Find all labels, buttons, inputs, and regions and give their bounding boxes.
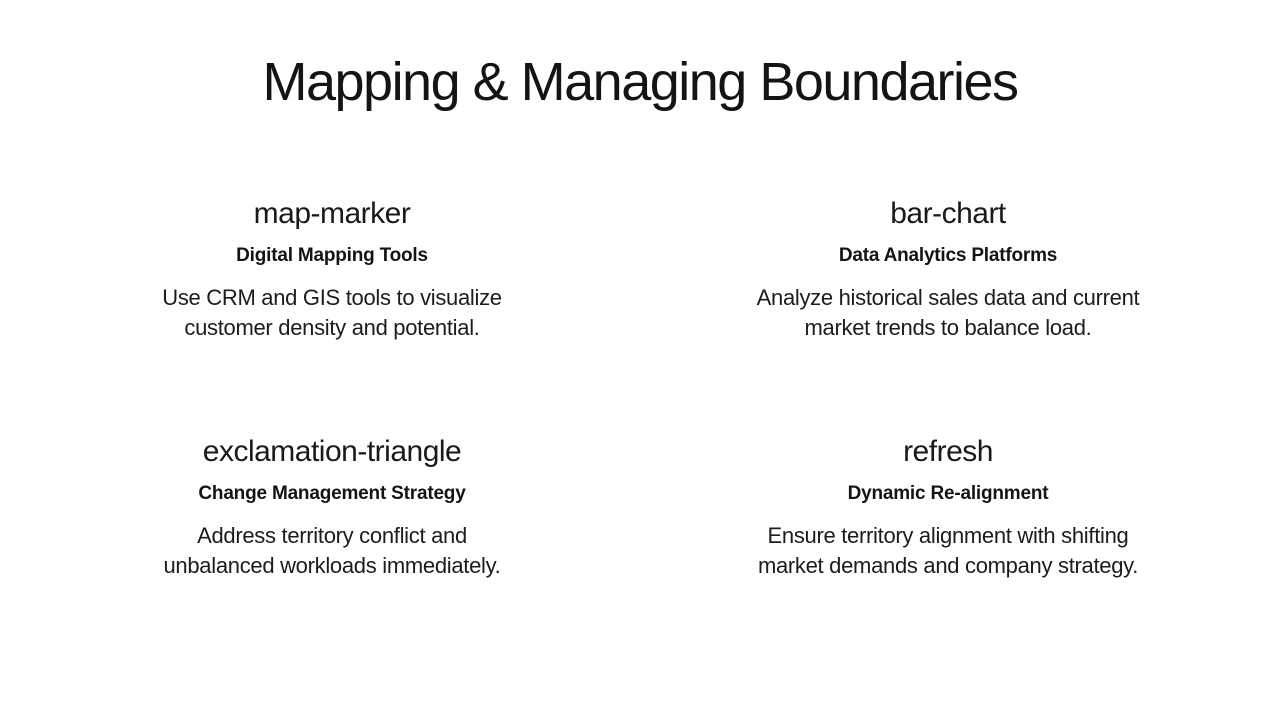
card-heading: Dynamic Re-alignment	[847, 483, 1049, 504]
card-dynamic-re-alignment: refresh Dynamic Re-alignment Ensure terr…	[640, 433, 1256, 581]
card-heading: Data Analytics Platforms	[838, 245, 1058, 266]
exclamation-triangle-icon: exclamation-triangle	[202, 435, 462, 468]
card-digital-mapping-tools: map-marker Digital Mapping Tools Use CRM…	[24, 195, 640, 343]
card-heading: Change Management Strategy	[198, 483, 466, 504]
card-change-management-strategy: exclamation-triangle Change Management S…	[24, 433, 640, 581]
content-grid: map-marker Digital Mapping Tools Use CRM…	[0, 195, 1280, 581]
card-description: Use CRM and GIS tools to visualize custo…	[162, 285, 502, 340]
card-description: Address territory conflict and unbalance…	[163, 523, 501, 578]
presentation-slide: Mapping & Managing Boundaries map-marker…	[0, 50, 1280, 720]
refresh-icon: refresh	[903, 435, 993, 468]
card-description: Analyze historical sales data and curren…	[756, 285, 1140, 340]
slide-title: Mapping & Managing Boundaries	[262, 52, 1019, 112]
card-heading: Digital Mapping Tools	[236, 245, 428, 266]
card-description: Ensure territory alignment with shifting…	[757, 523, 1139, 578]
card-data-analytics-platforms: bar-chart Data Analytics Platforms Analy…	[640, 195, 1256, 343]
map-marker-icon: map-marker	[253, 197, 411, 230]
bar-chart-icon: bar-chart	[890, 197, 1006, 230]
